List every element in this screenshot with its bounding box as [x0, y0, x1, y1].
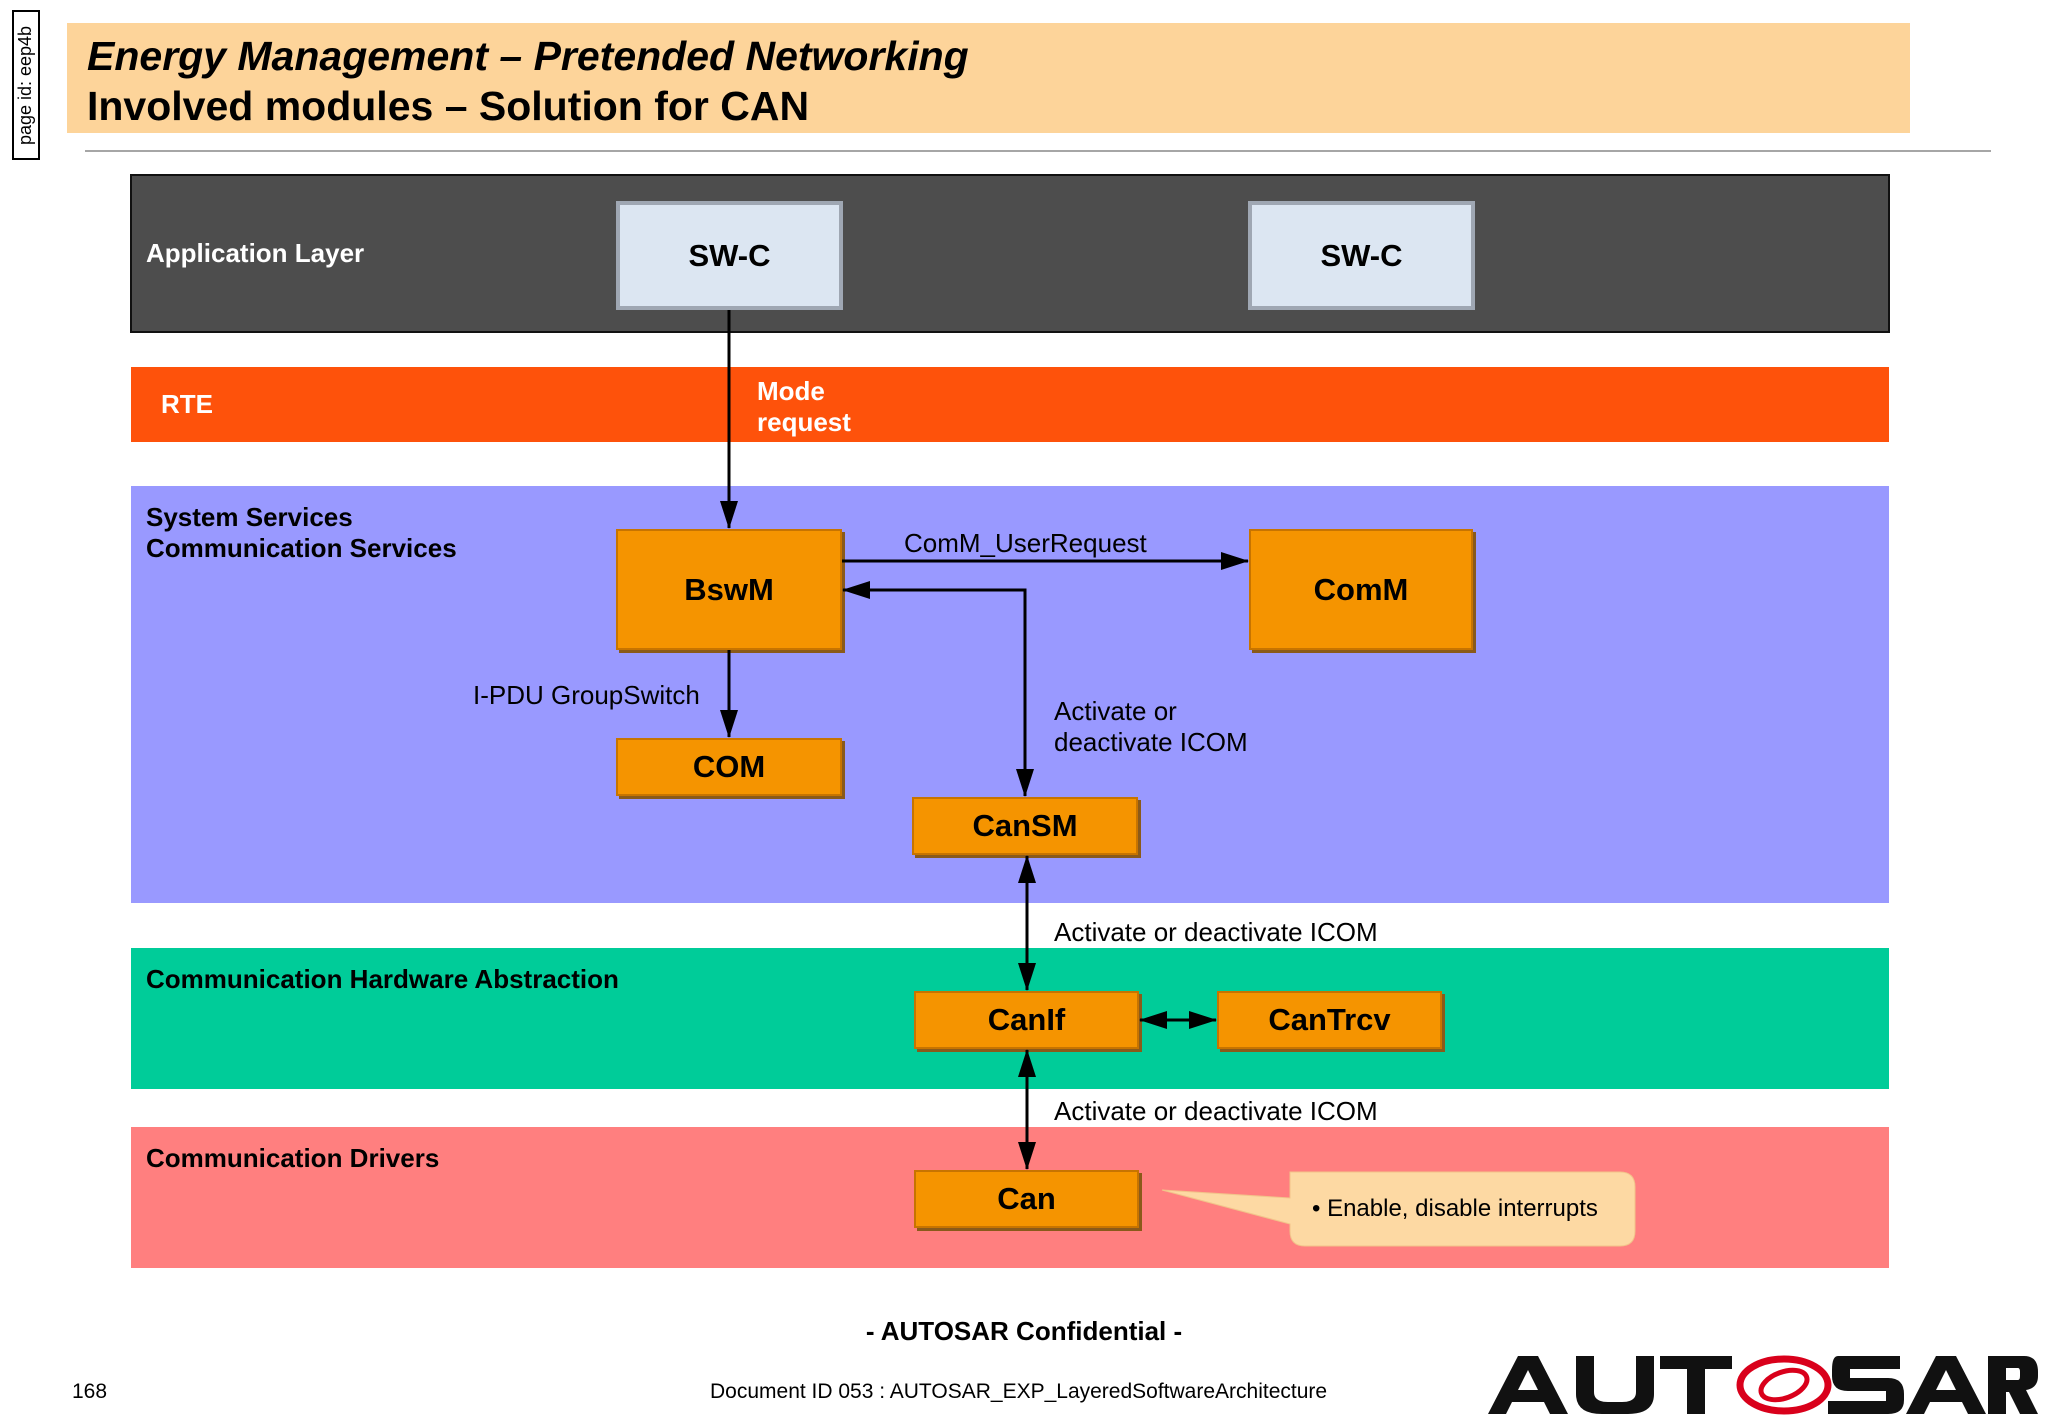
swc-box-right: SW-C — [1248, 201, 1475, 310]
page-id-tag: page id: eep4b — [12, 10, 40, 160]
activate-icom-label-bswm: Activate or deactivate ICOM — [1054, 696, 1248, 758]
rte-layer — [131, 367, 1889, 442]
autosar-logo — [1488, 1355, 2038, 1415]
canif-module: CanIf — [914, 991, 1139, 1049]
system-services-label: System Services Communication Services — [146, 502, 457, 564]
can-module: Can — [914, 1170, 1139, 1228]
mode-request-label: Mode request — [757, 376, 851, 438]
application-layer — [130, 174, 1890, 333]
title-band — [67, 23, 1910, 133]
callout-text: • Enable, disable interrupts — [1312, 1195, 1598, 1222]
rte-label: RTE — [161, 389, 213, 419]
system-services-label-line2: Communication Services — [146, 533, 457, 563]
activate-icom-label-canif: Activate or deactivate ICOM — [1054, 917, 1378, 947]
document-id: Document ID 053 : AUTOSAR_EXP_LayeredSof… — [710, 1380, 1328, 1403]
swc-box-left: SW-C — [616, 201, 843, 310]
ipdu-groupswitch-label: I-PDU GroupSwitch — [473, 680, 700, 710]
bswm-module: BswM — [616, 529, 842, 650]
mode-request-line2: request — [757, 407, 851, 437]
cansm-module: CanSM — [912, 797, 1138, 855]
com-module: COM — [616, 738, 842, 796]
system-services-label-line1: System Services — [146, 502, 353, 532]
mode-request-line1: Mode — [757, 376, 825, 406]
page-number: 168 — [72, 1380, 108, 1403]
confidential-notice: - AUTOSAR Confidential - — [865, 1316, 1183, 1346]
cantrcv-module: CanTrcv — [1217, 991, 1442, 1049]
comm-module: ComM — [1249, 529, 1473, 650]
title-divider — [85, 150, 1991, 152]
page-id-text: page id: eep4b — [15, 25, 36, 145]
user-request-label: ComM_UserRequest — [904, 528, 1147, 558]
page-subtitle: Involved modules – Solution for CAN — [87, 83, 810, 129]
activate-icom-label-line1: Activate or — [1054, 696, 1177, 726]
activate-icom-label-line2: deactivate ICOM — [1054, 727, 1248, 757]
hardware-abstraction-label: Communication Hardware Abstraction — [146, 964, 619, 994]
application-layer-label: Application Layer — [146, 238, 365, 268]
page-title: Energy Management – Pretended Networking — [87, 33, 969, 79]
activate-icom-label-can: Activate or deactivate ICOM — [1054, 1096, 1378, 1126]
communication-drivers-label: Communication Drivers — [146, 1143, 440, 1173]
